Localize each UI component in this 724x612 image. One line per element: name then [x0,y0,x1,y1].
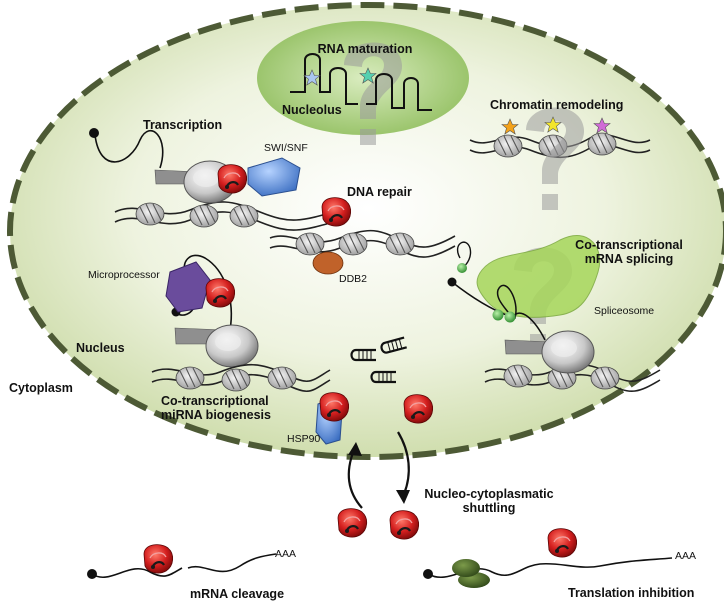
ribosome-large-subunit [452,559,480,577]
splicing-rna-polymerase-ii [541,330,595,374]
ddb2-protein [312,251,344,275]
nucleolus [257,21,469,135]
label-nucleolus: Nucleolus [282,103,342,117]
label-ddb2: DDB2 [339,273,368,285]
intron-bead [457,263,467,273]
spliceosome-bead-2 [504,311,516,323]
translation-mrna-cap [423,569,433,579]
transcription-rna [94,129,164,169]
transcription-dna [114,201,341,231]
label-co-transcriptional-mirna: Co-transcriptional miRNA biogenesis [161,394,271,423]
ago-transcription [216,163,248,195]
import-arrowhead [348,442,362,456]
ago-dna-repair [320,196,352,228]
ago-cleavage [142,543,174,575]
splicing-rna-cap [447,277,457,287]
spliceosome [476,234,601,318]
label-spliceosome: Spliceosome [594,305,655,317]
cleavage-mrna-cap [87,569,97,579]
label-co-transcriptional-splicing: Co-transcriptional mRNA splicing [575,238,683,267]
export-arrow [397,431,410,495]
pre-rrna-structure [290,53,432,111]
swi-snf-complex [247,157,301,197]
ago-cytoplasm-left [336,507,368,539]
splicing-rna [451,281,546,341]
label-mrna-cleavage: mRNA cleavage [190,587,285,601]
label-swi-snf: SWI/SNF [264,142,308,154]
label-aaa-left: AAA [275,548,297,560]
ago-hsp90-bound [318,391,350,423]
label-hsp90: HSP90 [287,433,321,445]
label-nucleus: Nucleus [76,341,125,355]
rna-cap [89,128,99,138]
label-translation-inhibition: Translation inhibition [568,586,695,600]
mirna-rna-polymerase-ii [205,324,259,368]
label-microprocessor: Microprocessor [88,269,160,281]
label-transcription: Transcription [143,118,223,132]
label-nucleo-cytoplasmatic-shuttling: Nucleo-cytoplasmatic shuttling [424,487,554,516]
mirna-dna [151,363,331,392]
dna-repair-dna [269,229,456,258]
label-chromatin-remodeling: Chromatin remodeling [490,98,624,112]
label-dna-repair: DNA repair [347,185,412,199]
ago-free-nucleus [402,393,434,425]
label-aaa-right: AAA [675,550,697,562]
cleavage-mrna [91,553,277,579]
ago-mirna-biogenesis [204,277,236,309]
ago-translation [546,527,578,559]
spliceosome-bead-1 [492,309,504,321]
import-arrow [347,449,363,509]
export-arrowhead [396,490,410,504]
intron-loop [456,241,472,269]
label-cytoplasm: Cytoplasm [9,381,73,395]
microprocessor-complex [165,261,211,313]
label-rna-maturation: RNA maturation [317,42,413,56]
